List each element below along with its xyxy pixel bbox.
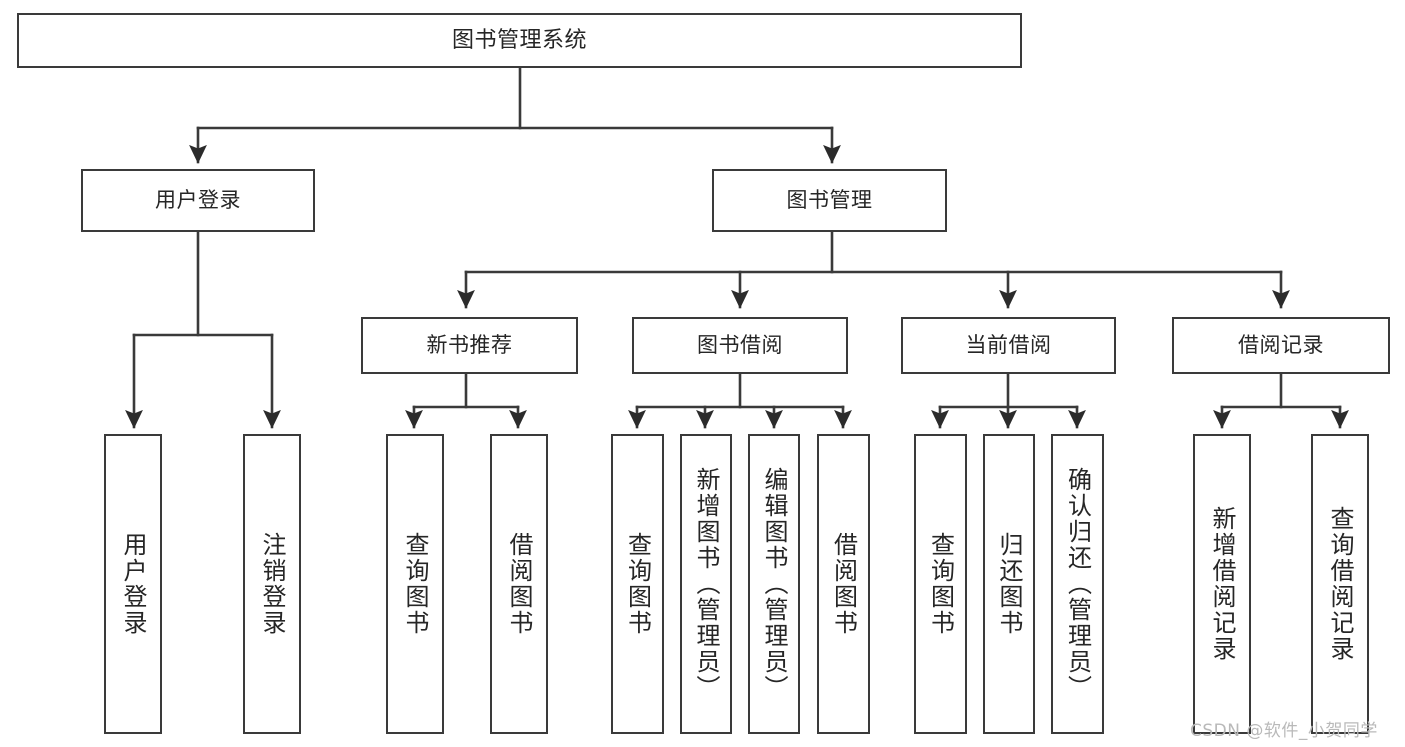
- leaf-query-book-1[interactable]: 查询图书: [386, 434, 444, 734]
- node-label: 用户登录: [155, 188, 241, 213]
- leaf-borrow-book-2[interactable]: 借阅图书: [817, 434, 870, 734]
- node-label: 编辑图书（管理员）: [760, 467, 788, 701]
- node-label: 图书管理: [786, 188, 873, 213]
- node-label: 借阅图书: [829, 532, 858, 636]
- node-label: 新书推荐: [426, 333, 513, 358]
- node-label: 查询图书: [623, 532, 652, 636]
- node-book-manage[interactable]: 图书管理: [712, 169, 947, 232]
- node-label: 新增图书（管理员）: [692, 467, 720, 701]
- leaf-borrow-book-1[interactable]: 借阅图书: [490, 434, 548, 734]
- node-label: 查询借阅记录: [1326, 506, 1354, 662]
- node-borrow-record[interactable]: 借阅记录: [1172, 317, 1390, 374]
- leaf-confirm-return-admin[interactable]: 确认归还（管理员）: [1051, 434, 1104, 734]
- leaf-user-login[interactable]: 用户登录: [104, 434, 162, 734]
- leaf-logout[interactable]: 注销登录: [243, 434, 301, 734]
- node-label: 注销登录: [258, 532, 286, 636]
- node-label: 新增借阅记录: [1208, 506, 1236, 662]
- node-label: 确认归还（管理员）: [1063, 467, 1092, 701]
- leaf-query-book-2[interactable]: 查询图书: [611, 434, 664, 734]
- node-user-login[interactable]: 用户登录: [81, 169, 315, 232]
- node-current-borrow[interactable]: 当前借阅: [901, 317, 1116, 374]
- node-root-system[interactable]: 图书管理系统: [17, 13, 1022, 68]
- node-book-borrow[interactable]: 图书借阅: [632, 317, 848, 374]
- node-new-book-recommend[interactable]: 新书推荐: [361, 317, 578, 374]
- node-label: 查询图书: [401, 532, 429, 636]
- node-label: 借阅图书: [505, 532, 533, 636]
- leaf-query-borrow-record[interactable]: 查询借阅记录: [1311, 434, 1369, 734]
- node-label: 查询图书: [926, 532, 955, 636]
- node-label: 图书管理系统: [451, 27, 587, 53]
- node-label: 当前借阅: [965, 333, 1052, 358]
- leaf-query-book-3[interactable]: 查询图书: [914, 434, 967, 734]
- leaf-edit-book-admin[interactable]: 编辑图书（管理员）: [748, 434, 800, 734]
- leaf-add-borrow-record[interactable]: 新增借阅记录: [1193, 434, 1251, 734]
- node-label: 用户登录: [119, 532, 147, 636]
- leaf-add-book-admin[interactable]: 新增图书（管理员）: [680, 434, 732, 734]
- node-label: 图书借阅: [697, 333, 783, 358]
- leaf-return-book[interactable]: 归还图书: [983, 434, 1035, 734]
- node-label: 归还图书: [995, 532, 1023, 636]
- node-label: 借阅记录: [1238, 333, 1324, 358]
